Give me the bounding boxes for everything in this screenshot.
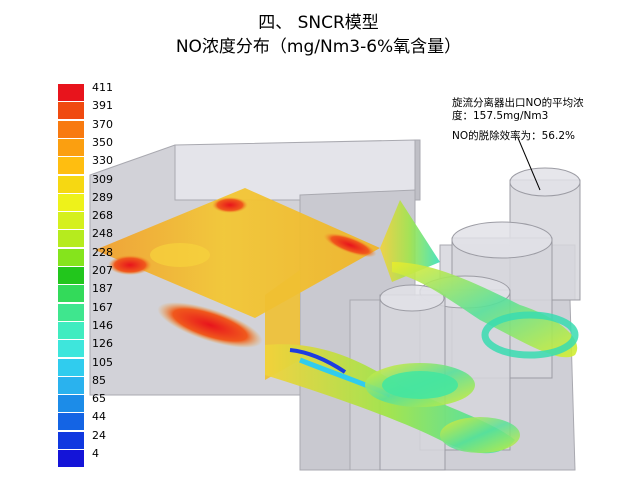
legend-swatch (58, 413, 84, 431)
legend-label: 289 (92, 190, 113, 204)
legend-label: 411 (92, 81, 113, 94)
legend-swatch (58, 120, 84, 138)
legend-label: 228 (92, 245, 113, 259)
diagram-subtitle: NO浓度分布（mg/Nm3-6%氧含量） (175, 37, 462, 57)
legend-label: 370 (92, 117, 113, 131)
legend-label: 167 (92, 300, 113, 314)
legend-swatch (58, 321, 84, 339)
contour-plane-upper (95, 188, 380, 348)
annotation-line-2: 度：157.5mg/Nm3 (452, 110, 549, 122)
legend-swatch (58, 212, 84, 230)
legend-swatch (58, 303, 84, 321)
legend-label: 24 (92, 428, 106, 442)
legend-label: 330 (92, 154, 113, 168)
legend-swatch (58, 340, 84, 358)
legend-label: 350 (92, 135, 113, 149)
legend-swatch (58, 138, 84, 156)
legend-swatch (58, 395, 84, 413)
legend-label: 85 (92, 373, 106, 387)
contour-duct-upper (380, 200, 579, 359)
legend-label: 187 (92, 282, 113, 296)
legend-label: 44 (92, 410, 106, 424)
legend-swatch (58, 358, 84, 376)
legend-label: 207 (92, 264, 113, 277)
legend-swatch (58, 175, 84, 193)
contour-duct-lower (265, 270, 520, 454)
legend-swatch (58, 157, 84, 175)
diagram-title: 四、 SNCR模型 (258, 13, 379, 33)
legend-label: 65 (92, 392, 106, 406)
legend-label: 4 (92, 447, 99, 460)
legend-label: 146 (92, 318, 113, 332)
annotation-line-1: 旋流分离器出口NO的平均浓 (452, 97, 584, 109)
legend-label: 268 (92, 209, 113, 223)
legend-swatch (58, 230, 84, 248)
legend-label: 309 (92, 172, 113, 186)
annotation-leader-line (517, 137, 541, 191)
legend-swatch (58, 248, 84, 266)
annotation-line-3: NO的脱除效率为：56.2% (452, 130, 575, 142)
legend-swatch (58, 267, 84, 284)
legend-swatch (58, 376, 84, 394)
legend-swatch (58, 193, 84, 211)
legend-label: 126 (92, 337, 113, 351)
legend-swatch (58, 285, 84, 303)
legend-swatch (58, 102, 84, 120)
legend-swatch (58, 84, 84, 101)
legend-label: 105 (92, 355, 113, 369)
legend-swatch (58, 450, 84, 467)
legend-swatch (58, 431, 84, 449)
annotation-text: 旋流分离器出口NO的平均浓 度：157.5mg/Nm3 NO的脱除效率为：56.… (452, 97, 584, 143)
legend-label: 391 (92, 99, 113, 113)
legend-label: 248 (92, 227, 113, 241)
